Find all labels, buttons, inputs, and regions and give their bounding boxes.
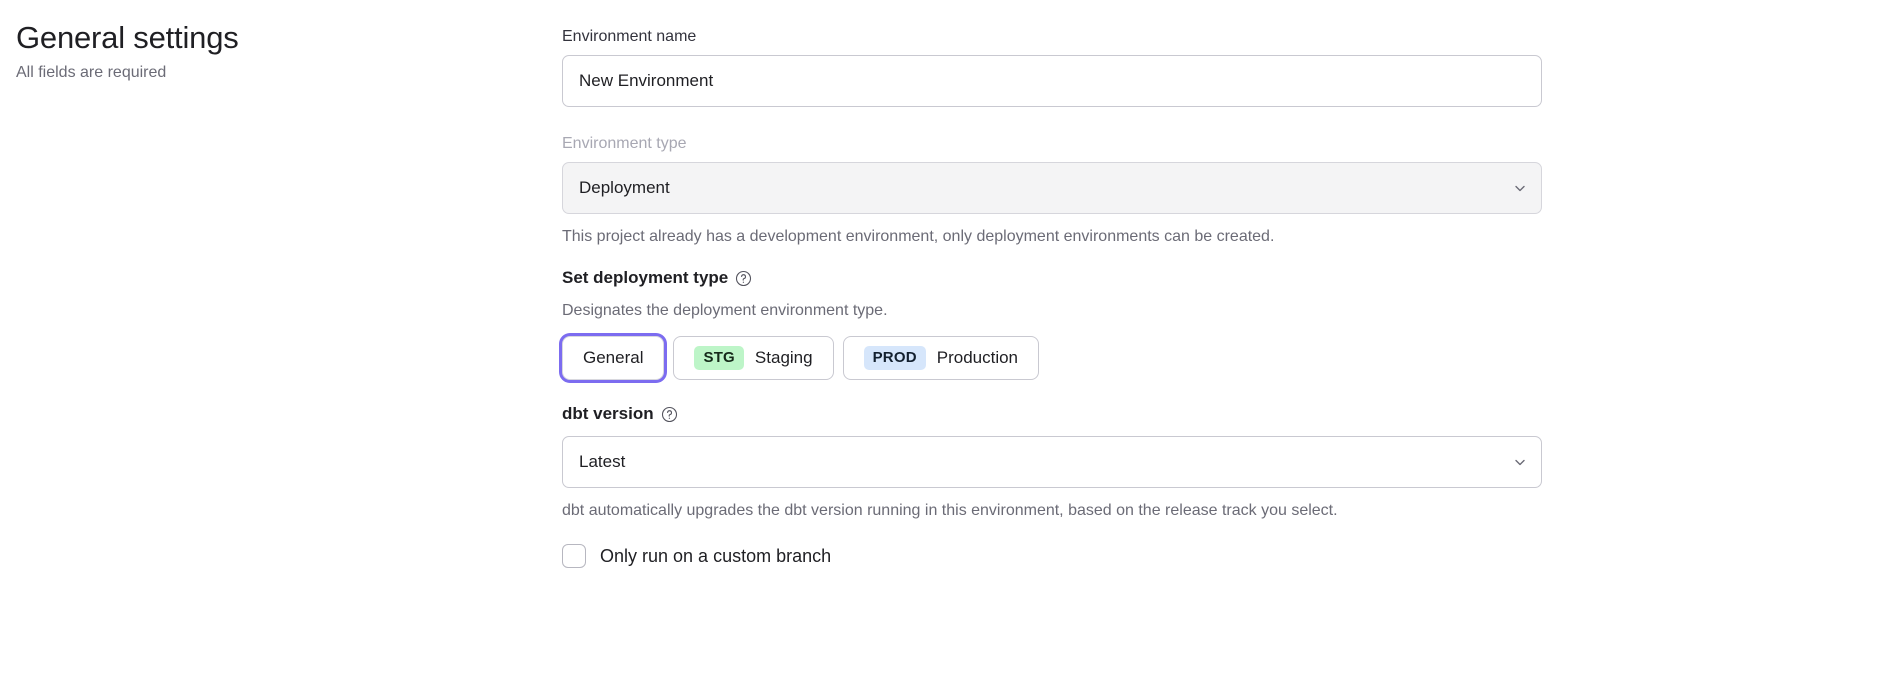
chevron-down-icon (1513, 181, 1527, 195)
deployment-type-options: General STG Staging PROD Production (562, 336, 1542, 380)
page-title: General settings (16, 20, 239, 55)
environment-type-select[interactable]: Deployment (562, 162, 1542, 214)
page-subtitle: All fields are required (16, 64, 167, 81)
deployment-type-heading: Set deployment type (562, 266, 1542, 290)
environment-type-helper: This project already has a development e… (562, 228, 1275, 245)
environment-type-label: Environment type (562, 135, 687, 152)
dbt-version-heading: dbt version (562, 402, 1542, 426)
custom-branch-row[interactable]: Only run on a custom branch (562, 544, 1542, 568)
dbt-version-helper: dbt automatically upgrades the dbt versi… (562, 502, 1338, 519)
help-circle-icon[interactable] (735, 270, 752, 287)
deployment-type-option-general[interactable]: General (562, 336, 665, 380)
chevron-down-icon (1513, 455, 1527, 469)
environment-type-value: Deployment (579, 178, 670, 197)
custom-branch-label: Only run on a custom branch (600, 545, 832, 566)
custom-branch-checkbox[interactable] (562, 544, 586, 568)
staging-badge: STG (694, 346, 744, 370)
help-circle-icon[interactable] (661, 406, 678, 423)
deployment-type-description: Designates the deployment environment ty… (562, 302, 888, 319)
deployment-type-heading-text: Set deployment type (562, 268, 729, 287)
environment-name-label: Environment name (562, 28, 697, 45)
settings-header-column: General settings All fields are required (16, 18, 536, 84)
environment-name-input[interactable] (562, 55, 1542, 107)
dbt-version-heading-text: dbt version (562, 404, 654, 423)
environment-form: Environment name Environment type Deploy… (562, 26, 1542, 568)
dbt-version-value: Latest (579, 452, 626, 471)
production-badge: PROD (863, 346, 926, 370)
deployment-type-option-production[interactable]: PROD Production (842, 336, 1040, 380)
deployment-type-option-production-label: Production (936, 348, 1019, 367)
deployment-type-option-staging-label: Staging (754, 348, 813, 367)
deployment-type-option-general-label: General (583, 348, 644, 367)
dbt-version-select[interactable]: Latest (562, 436, 1542, 488)
deployment-type-option-staging[interactable]: STG Staging (673, 336, 834, 380)
